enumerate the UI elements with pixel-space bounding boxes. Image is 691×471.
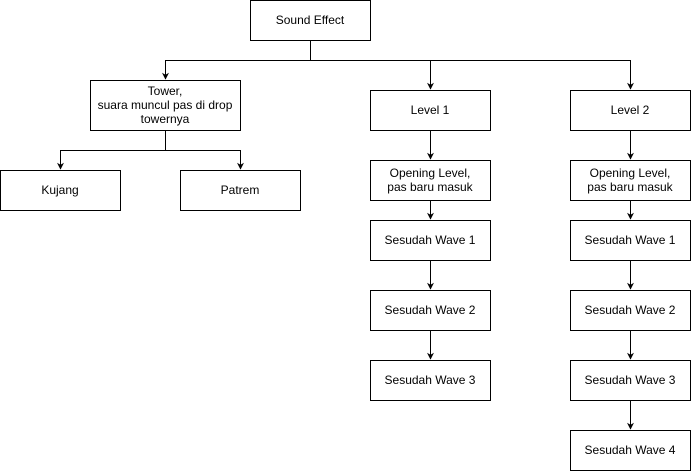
arrow-tower-to-kujang bbox=[57, 130, 166, 170]
node-box bbox=[570, 220, 691, 261]
node-label: Kujang bbox=[41, 183, 78, 197]
node-label: Sound Effect bbox=[276, 13, 345, 27]
connectors bbox=[57, 40, 634, 430]
node-label: towernya bbox=[141, 112, 190, 126]
node-root: Sound Effect bbox=[250, 0, 371, 41]
node-level1: Level 1 bbox=[370, 90, 491, 131]
node-l2-wave3: Sesudah Wave 3 bbox=[570, 360, 691, 401]
node-label: Level 2 bbox=[611, 103, 650, 117]
node-box bbox=[90, 80, 241, 131]
arrow-root-to-level2 bbox=[310, 40, 634, 90]
node-label: Opening Level, bbox=[590, 166, 671, 180]
node-l2-wave4: Sesudah Wave 4 bbox=[570, 430, 691, 471]
node-l1-opening: Opening Level,pas baru masuk bbox=[370, 160, 491, 201]
node-box bbox=[370, 160, 491, 201]
node-label: Sesudah Wave 1 bbox=[385, 233, 476, 247]
node-l1-wave1: Sesudah Wave 1 bbox=[370, 220, 491, 261]
node-label: Opening Level, bbox=[390, 166, 471, 180]
node-box bbox=[570, 360, 691, 401]
arrow-root-to-tower bbox=[162, 40, 311, 80]
node-kujang: Kujang bbox=[0, 170, 121, 211]
node-label: pas baru masuk bbox=[587, 180, 673, 194]
node-box bbox=[0, 170, 121, 211]
arrow-root-to-level1 bbox=[310, 40, 434, 90]
node-patrem: Patrem bbox=[180, 170, 301, 211]
node-box bbox=[370, 360, 491, 401]
node-box bbox=[570, 290, 691, 331]
node-level2: Level 2 bbox=[570, 90, 691, 131]
node-box bbox=[570, 90, 691, 131]
node-label: Sesudah Wave 2 bbox=[385, 303, 476, 317]
node-box bbox=[570, 160, 691, 201]
node-label: Sesudah Wave 3 bbox=[385, 373, 476, 387]
node-label: Sesudah Wave 4 bbox=[585, 443, 676, 457]
node-label: suara muncul pas di drop bbox=[98, 98, 233, 112]
node-box bbox=[370, 220, 491, 261]
node-label: Patrem bbox=[221, 183, 260, 197]
arrow-tower-to-patrem bbox=[165, 130, 244, 170]
node-l2-wave1: Sesudah Wave 1 bbox=[570, 220, 691, 261]
node-box bbox=[570, 430, 691, 471]
node-box bbox=[370, 90, 491, 131]
node-label: Sesudah Wave 3 bbox=[585, 373, 676, 387]
node-label: Sesudah Wave 2 bbox=[585, 303, 676, 317]
node-l2-wave2: Sesudah Wave 2 bbox=[570, 290, 691, 331]
node-label: Tower, bbox=[148, 84, 183, 98]
node-l2-opening: Opening Level,pas baru masuk bbox=[570, 160, 691, 201]
node-label: pas baru masuk bbox=[387, 180, 473, 194]
node-label: Level 1 bbox=[411, 103, 450, 117]
node-box bbox=[180, 170, 301, 211]
node-label: Sesudah Wave 1 bbox=[585, 233, 676, 247]
node-l1-wave2: Sesudah Wave 2 bbox=[370, 290, 491, 331]
node-l1-wave3: Sesudah Wave 3 bbox=[370, 360, 491, 401]
node-box bbox=[370, 290, 491, 331]
node-box bbox=[250, 0, 371, 41]
